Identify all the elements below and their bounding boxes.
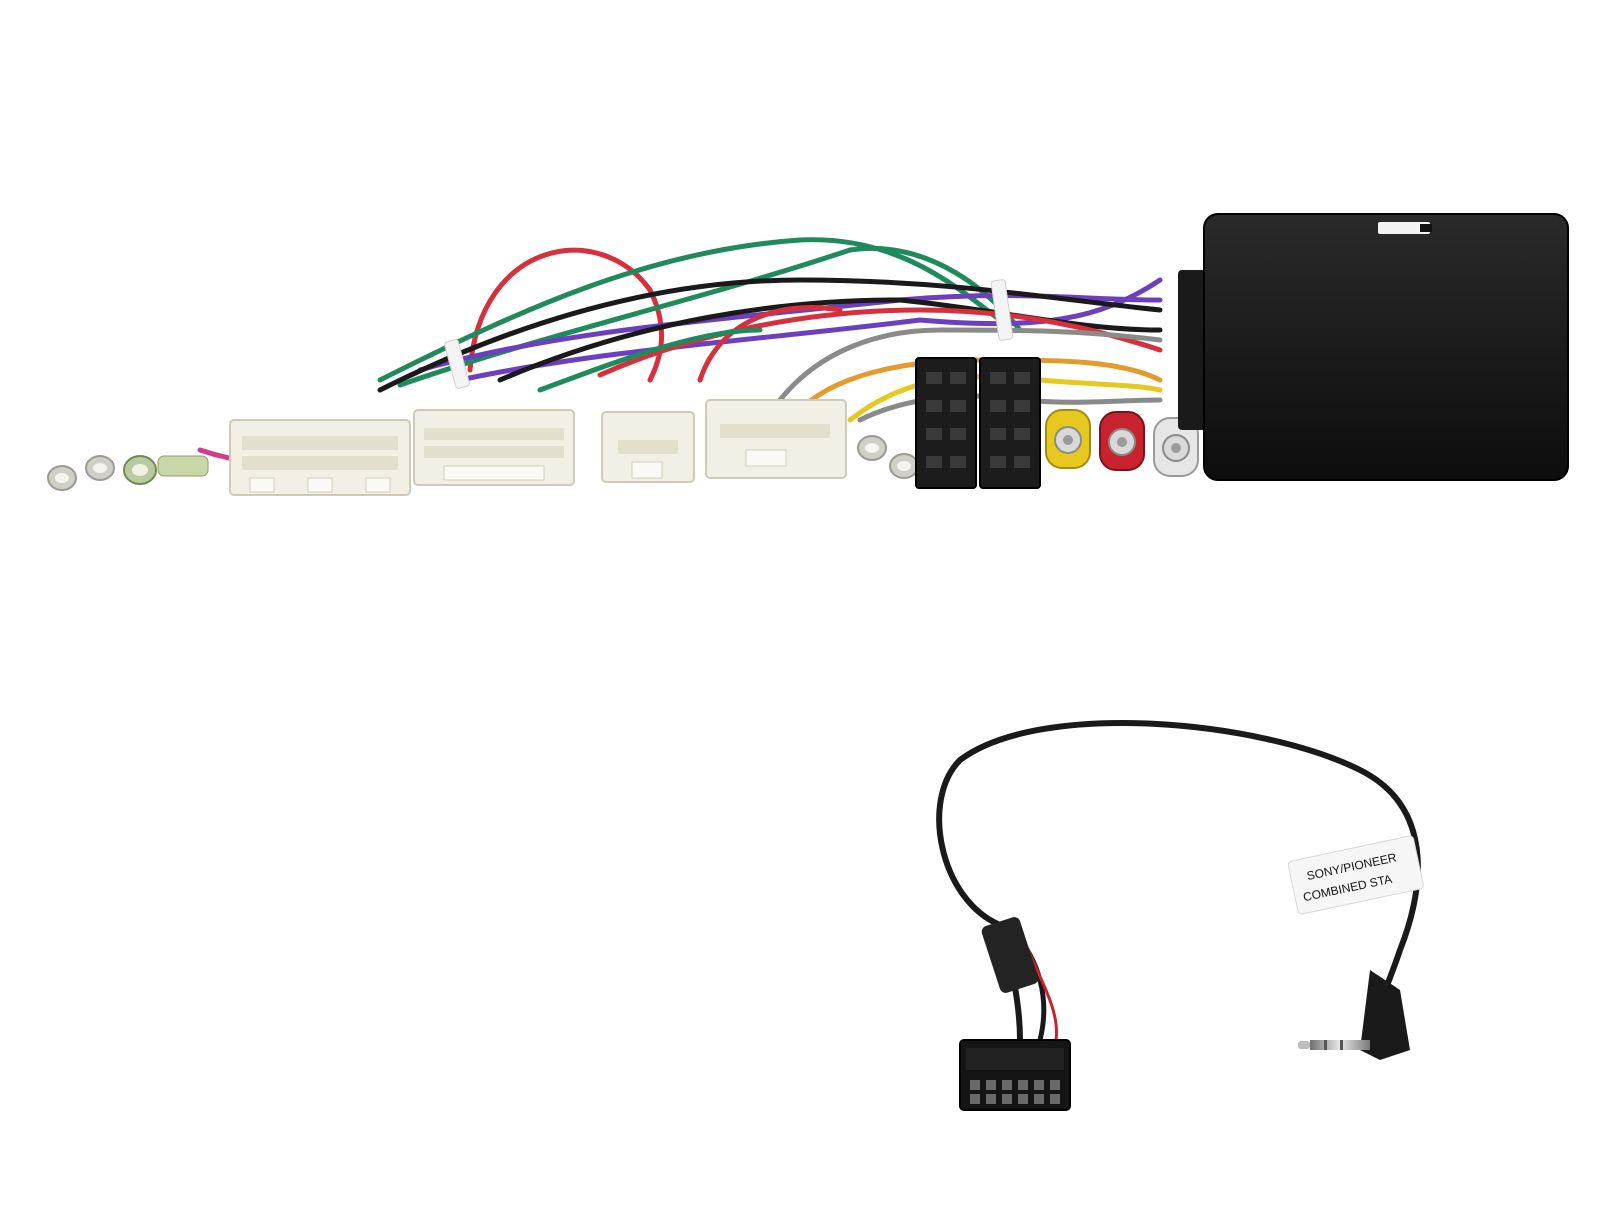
cable-tie xyxy=(444,339,470,389)
lead-cable xyxy=(936,720,1421,1013)
wire-red-2 xyxy=(697,305,843,383)
ring-terminal xyxy=(123,455,157,485)
rca-plug-red xyxy=(1099,411,1145,471)
heat-shrink xyxy=(981,917,1039,993)
rca-plugs xyxy=(1045,409,1199,477)
rca-plug-white xyxy=(1153,417,1199,477)
wire-black xyxy=(377,277,1163,393)
interface-module xyxy=(1178,213,1569,481)
connector-small-b xyxy=(705,399,847,479)
ring-terminal xyxy=(889,453,919,479)
terminal-sleeve xyxy=(157,455,209,477)
ring-terminal xyxy=(85,455,115,481)
wire-violet xyxy=(417,293,1163,373)
wire-grey xyxy=(777,327,1163,403)
wire-violet-2 xyxy=(457,277,1163,383)
connector-main-large xyxy=(229,419,411,496)
iso-connectors xyxy=(915,357,1041,489)
ring-terminal xyxy=(47,465,77,491)
jack-plug xyxy=(1298,970,1410,1060)
module-box xyxy=(1203,213,1569,481)
connector-main-medium xyxy=(413,409,575,486)
iso-connector-left xyxy=(915,357,977,489)
wire-green xyxy=(377,237,1003,383)
wiring-harness xyxy=(47,213,1569,496)
cable-label-tag: SONY/PIONEER COMBINED STA xyxy=(1287,835,1424,915)
multi-pin-connector xyxy=(959,1039,1071,1111)
wire-black-2 xyxy=(497,297,1163,383)
ring-terminal xyxy=(857,435,887,461)
rca-plug-yellow xyxy=(1045,409,1091,469)
vehicle-connectors xyxy=(229,399,919,496)
wire-green-3 xyxy=(537,327,763,393)
cable-ties xyxy=(444,279,1014,389)
cable-tie xyxy=(990,279,1014,341)
connector-small-a xyxy=(601,411,695,483)
iso-connector-right xyxy=(979,357,1041,489)
ring-terminals xyxy=(47,455,209,491)
module-slot xyxy=(1378,222,1430,234)
steering-control-lead: SONY/PIONEER COMBINED STA xyxy=(936,720,1424,1111)
